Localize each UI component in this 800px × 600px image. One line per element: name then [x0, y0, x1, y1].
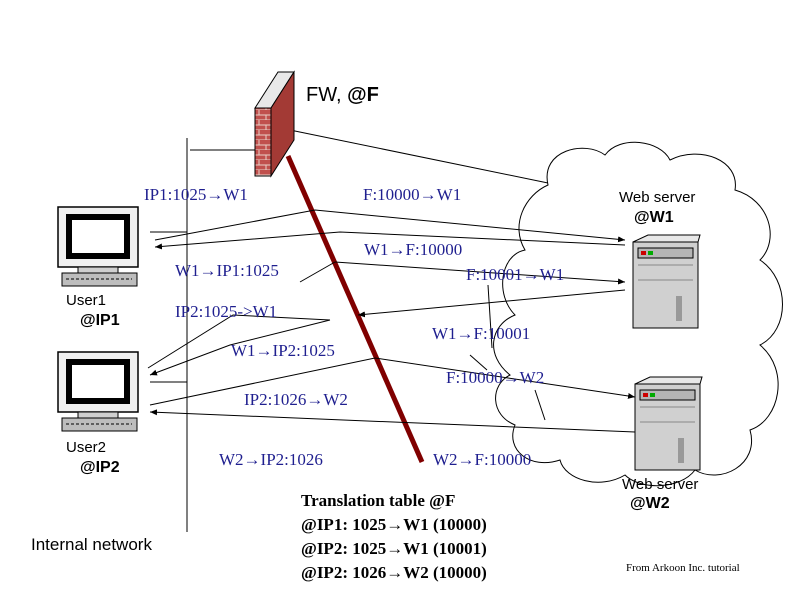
- server2-address: @W2: [630, 495, 670, 512]
- flow-label-10: W1→F:10001: [432, 324, 531, 343]
- flow-label-12: W2→F:10000: [433, 450, 532, 469]
- translation-row-1: @IP1: 1025→W1 (10000): [301, 515, 487, 534]
- firewall-icon: [254, 70, 295, 178]
- user2-address: @IP2: [80, 459, 120, 476]
- flow-label-6: W2→IP2:1026: [219, 450, 323, 469]
- user2-name: User2: [66, 439, 107, 456]
- server2-name: Web server: [622, 476, 699, 493]
- credit-text: From Arkoon Inc. tutorial: [626, 562, 740, 574]
- firewall-address: @F: [347, 84, 379, 106]
- translation-row-3: @IP2: 1026→W2 (10000): [301, 563, 487, 582]
- web-server-w1-icon: [632, 234, 701, 329]
- flow-label-7: F:10000→W1: [363, 185, 462, 204]
- user1-address: @IP1: [80, 312, 120, 329]
- flow-label-4: W1→IP2:1025: [231, 341, 335, 360]
- user1-name: User1: [66, 292, 107, 309]
- flow-label-2: W1→IP1:1025: [175, 261, 279, 280]
- web-server-w2-icon: [634, 376, 703, 471]
- flow-label-3: IP2:1025->W1: [175, 302, 278, 321]
- flow-arrows: [147, 209, 636, 433]
- flow-label-1: IP1:1025→W1: [144, 185, 248, 204]
- user2-computer-icon: [57, 351, 139, 432]
- flow-label-8: W1→F:10000: [364, 240, 463, 259]
- server1-address: @W1: [634, 209, 674, 226]
- flow-label-9: F:10001→W1: [466, 265, 565, 284]
- server1-name: Web server: [619, 189, 696, 206]
- translation-row-2: @IP2: 1025→W1 (10001): [301, 539, 487, 558]
- firewall-label-prefix: FW,: [306, 84, 348, 106]
- user1-computer-icon: [57, 206, 139, 287]
- firewall-barrier: [285, 154, 425, 464]
- internal-network-label: Internal network: [31, 535, 152, 554]
- flow-label-11: F:10000→W2: [446, 368, 545, 387]
- flow-label-5: IP2:1026→W2: [244, 390, 348, 409]
- translation-table-title: Translation table @F: [301, 491, 456, 510]
- firewall-label: FW, @F: [306, 85, 379, 105]
